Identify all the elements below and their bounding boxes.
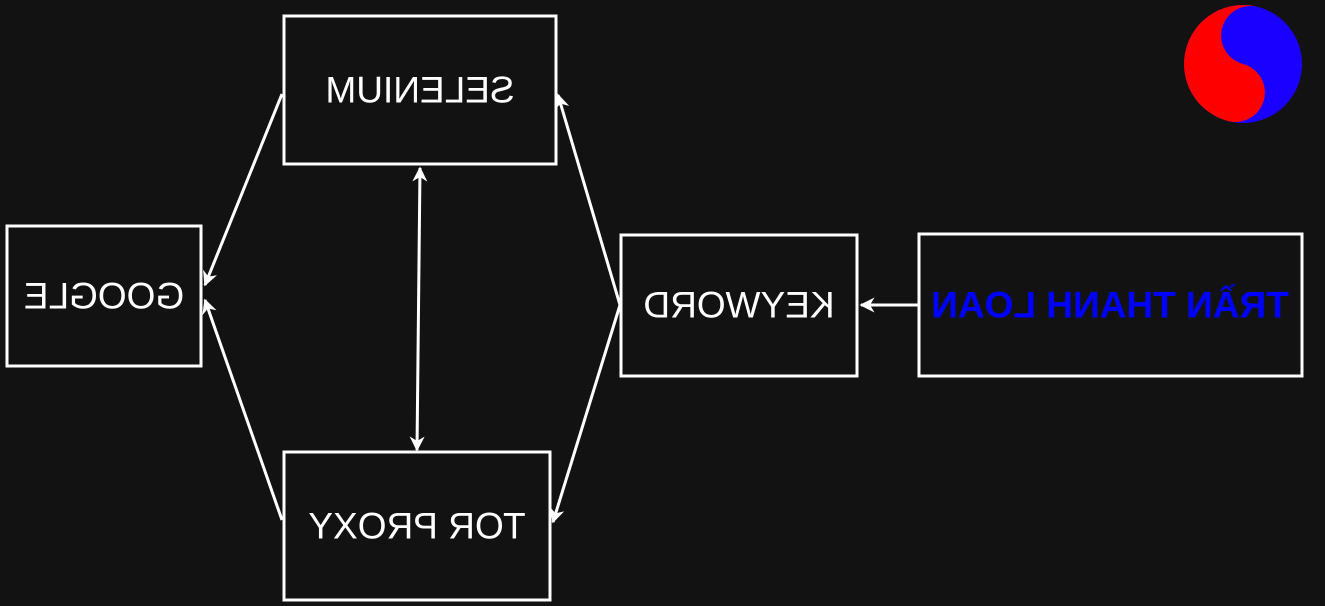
node-keyword[interactable]: KEYWORD bbox=[619, 233, 859, 378]
node-tor-proxy[interactable]: TOR PROXY bbox=[282, 450, 552, 602]
node-author-label: TRẦN THANH LOAN bbox=[931, 285, 1289, 326]
edge-selenium-to-google bbox=[203, 93, 284, 287]
node-google[interactable]: GOOGLE bbox=[5, 224, 203, 368]
edge-keyword-to-selenium bbox=[554, 93, 622, 306]
node-author[interactable]: TRẦN THANH LOAN bbox=[917, 232, 1304, 378]
yin-yang-icon bbox=[1184, 5, 1302, 123]
edge-selenium-torproxy bbox=[409, 166, 428, 452]
edge-keyword-to-torproxy bbox=[549, 304, 622, 524]
node-tor-proxy-label: TOR PROXY bbox=[308, 506, 525, 547]
node-selenium[interactable]: SELENIUM bbox=[282, 14, 558, 166]
edge-torproxy-to-google bbox=[202, 298, 284, 521]
node-google-label: GOOGLE bbox=[24, 276, 184, 317]
node-selenium-label: SELENIUM bbox=[325, 70, 514, 111]
node-keyword-label: KEYWORD bbox=[643, 285, 834, 326]
